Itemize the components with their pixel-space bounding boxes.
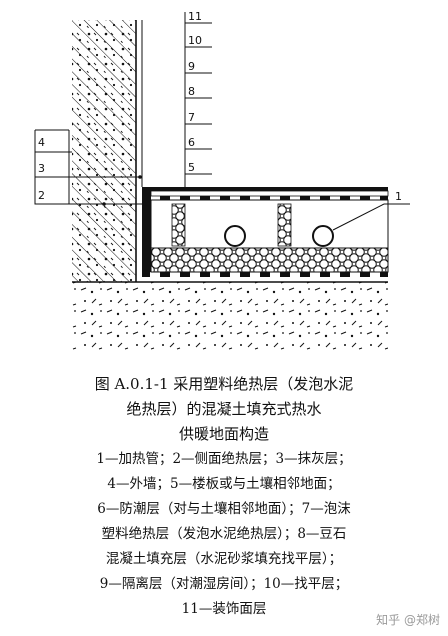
caption-legend-line-5: 混凝土填充层（水泥砂浆填充找平层）；: [105, 551, 343, 567]
figure-caption: 图 A.0.1-1 采用塑料绝热层（发泡水泥 绝热层）的混凝土填充式热水 供暖地…: [0, 372, 448, 622]
foam-insulation-layer: [150, 247, 389, 273]
caption-legend-line-4: 塑料绝热层（发泡水泥绝热层）；8—豆石: [101, 526, 347, 542]
callout-9: 9: [188, 60, 195, 73]
callout-8: 8: [188, 85, 195, 98]
callout-2: 2: [38, 189, 45, 202]
callout-1: 1: [395, 190, 402, 203]
caption-legend-line-2: 4—外墙；5—楼板或与土壤相邻地面；: [107, 476, 341, 492]
isolation-layer: [151, 196, 388, 200]
caption-title-line-2: 绝热层）的混凝土填充式热水: [126, 400, 322, 418]
pipe-callout: 1: [332, 190, 410, 231]
callout-3: 3: [38, 162, 45, 175]
caption-title-line-3: 供暖地面构造: [178, 425, 269, 443]
callout-4: 4: [38, 136, 45, 149]
leveling-layer: [150, 190, 389, 197]
caption-title-line-1: 图 A.0.1-1 采用塑料绝热层（发泡水泥: [94, 375, 354, 393]
watermark: 知乎 @郑树: [376, 613, 440, 627]
left-callouts: 4 3 2: [34, 129, 142, 206]
callout-10: 10: [188, 34, 202, 47]
callout-6: 6: [188, 136, 195, 149]
callout-7: 7: [188, 111, 195, 124]
pebble-concrete-fill: [150, 199, 389, 249]
callout-5: 5: [188, 161, 195, 174]
finish-layer: [151, 187, 388, 191]
heating-pipes: [224, 225, 334, 247]
caption-legend-line-7: 11—装饰面层: [181, 601, 267, 617]
floor-slab: [72, 281, 388, 350]
callout-11: 11: [188, 10, 202, 23]
side-insulation: [142, 187, 151, 272]
caption-legend-line-6: 9—隔离层（对潮湿房间）；10—找平层；: [99, 576, 349, 592]
caption-legend-line-1: 1—加热管；2—侧面绝热层；3—抹灰层；: [96, 451, 352, 467]
right-callouts: 11 10 9 8 7 6 5: [184, 10, 212, 187]
floor-heating-section-drawing: 4 3 2 11 10 9 8 7 6 5 1: [34, 10, 410, 350]
exterior-wall: [72, 20, 137, 282]
moisture-proof-layer: [142, 272, 388, 277]
caption-legend-line-3: 6—防潮层（对与土壤相邻地面）；7—泡沫: [97, 501, 351, 517]
